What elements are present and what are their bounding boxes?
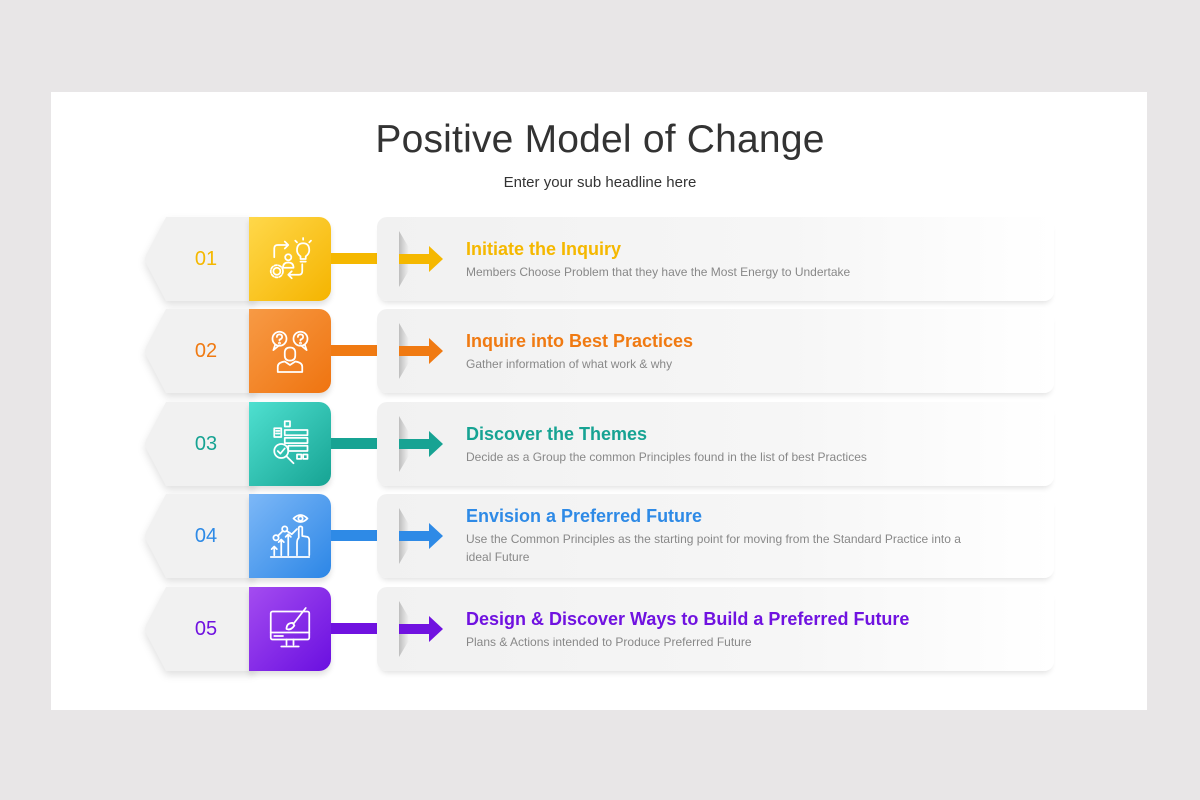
step-card: Initiate the Inquiry Members Choose Prob… [377,217,1054,301]
step-row-02: 02 Inquire into Best Practices Gather in… [144,309,1054,393]
step-number: 05 [194,618,218,640]
connector-line [331,345,377,356]
connector-line [331,438,377,449]
step-card: Inquire into Best Practices Gather infor… [377,309,1054,393]
step-description: Use the Common Principles as the startin… [466,532,961,564]
step-title: Envision a Preferred Future [466,506,703,526]
monitor-design-icon [269,607,311,648]
arrow-right-icon [399,338,443,364]
arrow-right-icon [399,523,443,549]
slide-title: Positive Model of Change [375,118,825,161]
connector-line [331,623,377,634]
step-row-01: 01 Initiate the Inquiry Members Choose P… [144,217,1054,301]
step-title: Design & Discover Ways to Build a Prefer… [466,609,910,629]
step-icon-box [249,402,331,486]
step-card: Design & Discover Ways to Build a Prefer… [377,587,1054,671]
step-description: Members Choose Problem that they have th… [466,265,851,279]
step-number-tab: 01 [144,217,254,301]
step-row-05: 05 Design & Discover Ways to Build a Pre… [144,587,1054,671]
step-title: Initiate the Inquiry [466,239,622,259]
arrow-right-icon [399,616,443,642]
arrow-right-icon [399,246,443,272]
person-questions-icon [271,330,309,373]
step-number: 02 [194,340,218,362]
step-number: 03 [194,433,218,455]
step-number: 01 [194,248,218,270]
slide-subtitle: Enter your sub headline here [503,174,697,191]
list-search-icon [273,420,309,465]
vision-growth-icon [269,514,311,558]
connector-line [331,530,377,541]
connector-line [331,253,377,264]
step-number-tab: 04 [144,494,254,578]
step-card: Discover the Themes Decide as a Group th… [377,402,1054,486]
step-number-tab: 03 [144,402,254,486]
step-row-04: 04 Envision a Preferred Future Use the C… [144,494,1054,578]
step-description: Gather information of what work & why [466,357,673,371]
step-icon-box [249,587,331,671]
step-icon-box [249,309,331,393]
step-number-tab: 05 [144,587,254,671]
step-description: Plans & Actions intended to Produce Pref… [466,635,752,649]
step-icon-box [249,494,331,578]
step-title: Inquire into Best Practices [466,331,694,351]
step-description: Decide as a Group the common Principles … [466,450,867,464]
step-icon-box [249,217,331,301]
step-number: 04 [194,525,218,547]
process-idea-icon [269,237,312,280]
arrow-right-icon [399,431,443,457]
step-row-03: 03 Discover the Themes Decide as a Group… [144,402,1054,486]
step-number-tab: 02 [144,309,254,393]
step-card: Envision a Preferred Future Use the Comm… [377,494,1054,578]
step-title: Discover the Themes [466,424,648,444]
